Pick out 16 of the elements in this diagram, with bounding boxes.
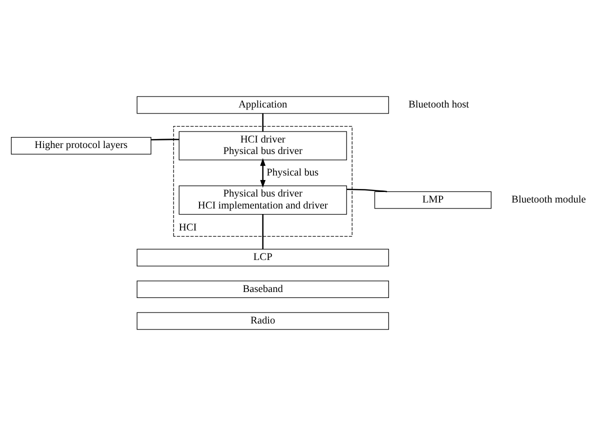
connector <box>262 214 264 249</box>
label: Bluetooth host <box>408 98 470 110</box>
node-box: Baseband <box>136 280 389 298</box>
connector <box>262 112 264 131</box>
connector <box>346 188 388 192</box>
node-box: Physical bus driver HCI implementation and driver <box>178 185 347 214</box>
label: Bluetooth module <box>512 194 586 206</box>
node-box: Application <box>136 96 389 114</box>
node-box: Radio <box>136 312 389 330</box>
node-box: HCI driver Physical bus driver <box>178 130 347 160</box>
node-box: LCP <box>136 248 389 266</box>
node-box: Higher protocol layers <box>10 136 152 154</box>
edge-label: Physical bus <box>266 166 319 178</box>
connector <box>151 138 179 140</box>
arrow <box>260 158 266 188</box>
node-box: LMP <box>374 190 492 208</box>
